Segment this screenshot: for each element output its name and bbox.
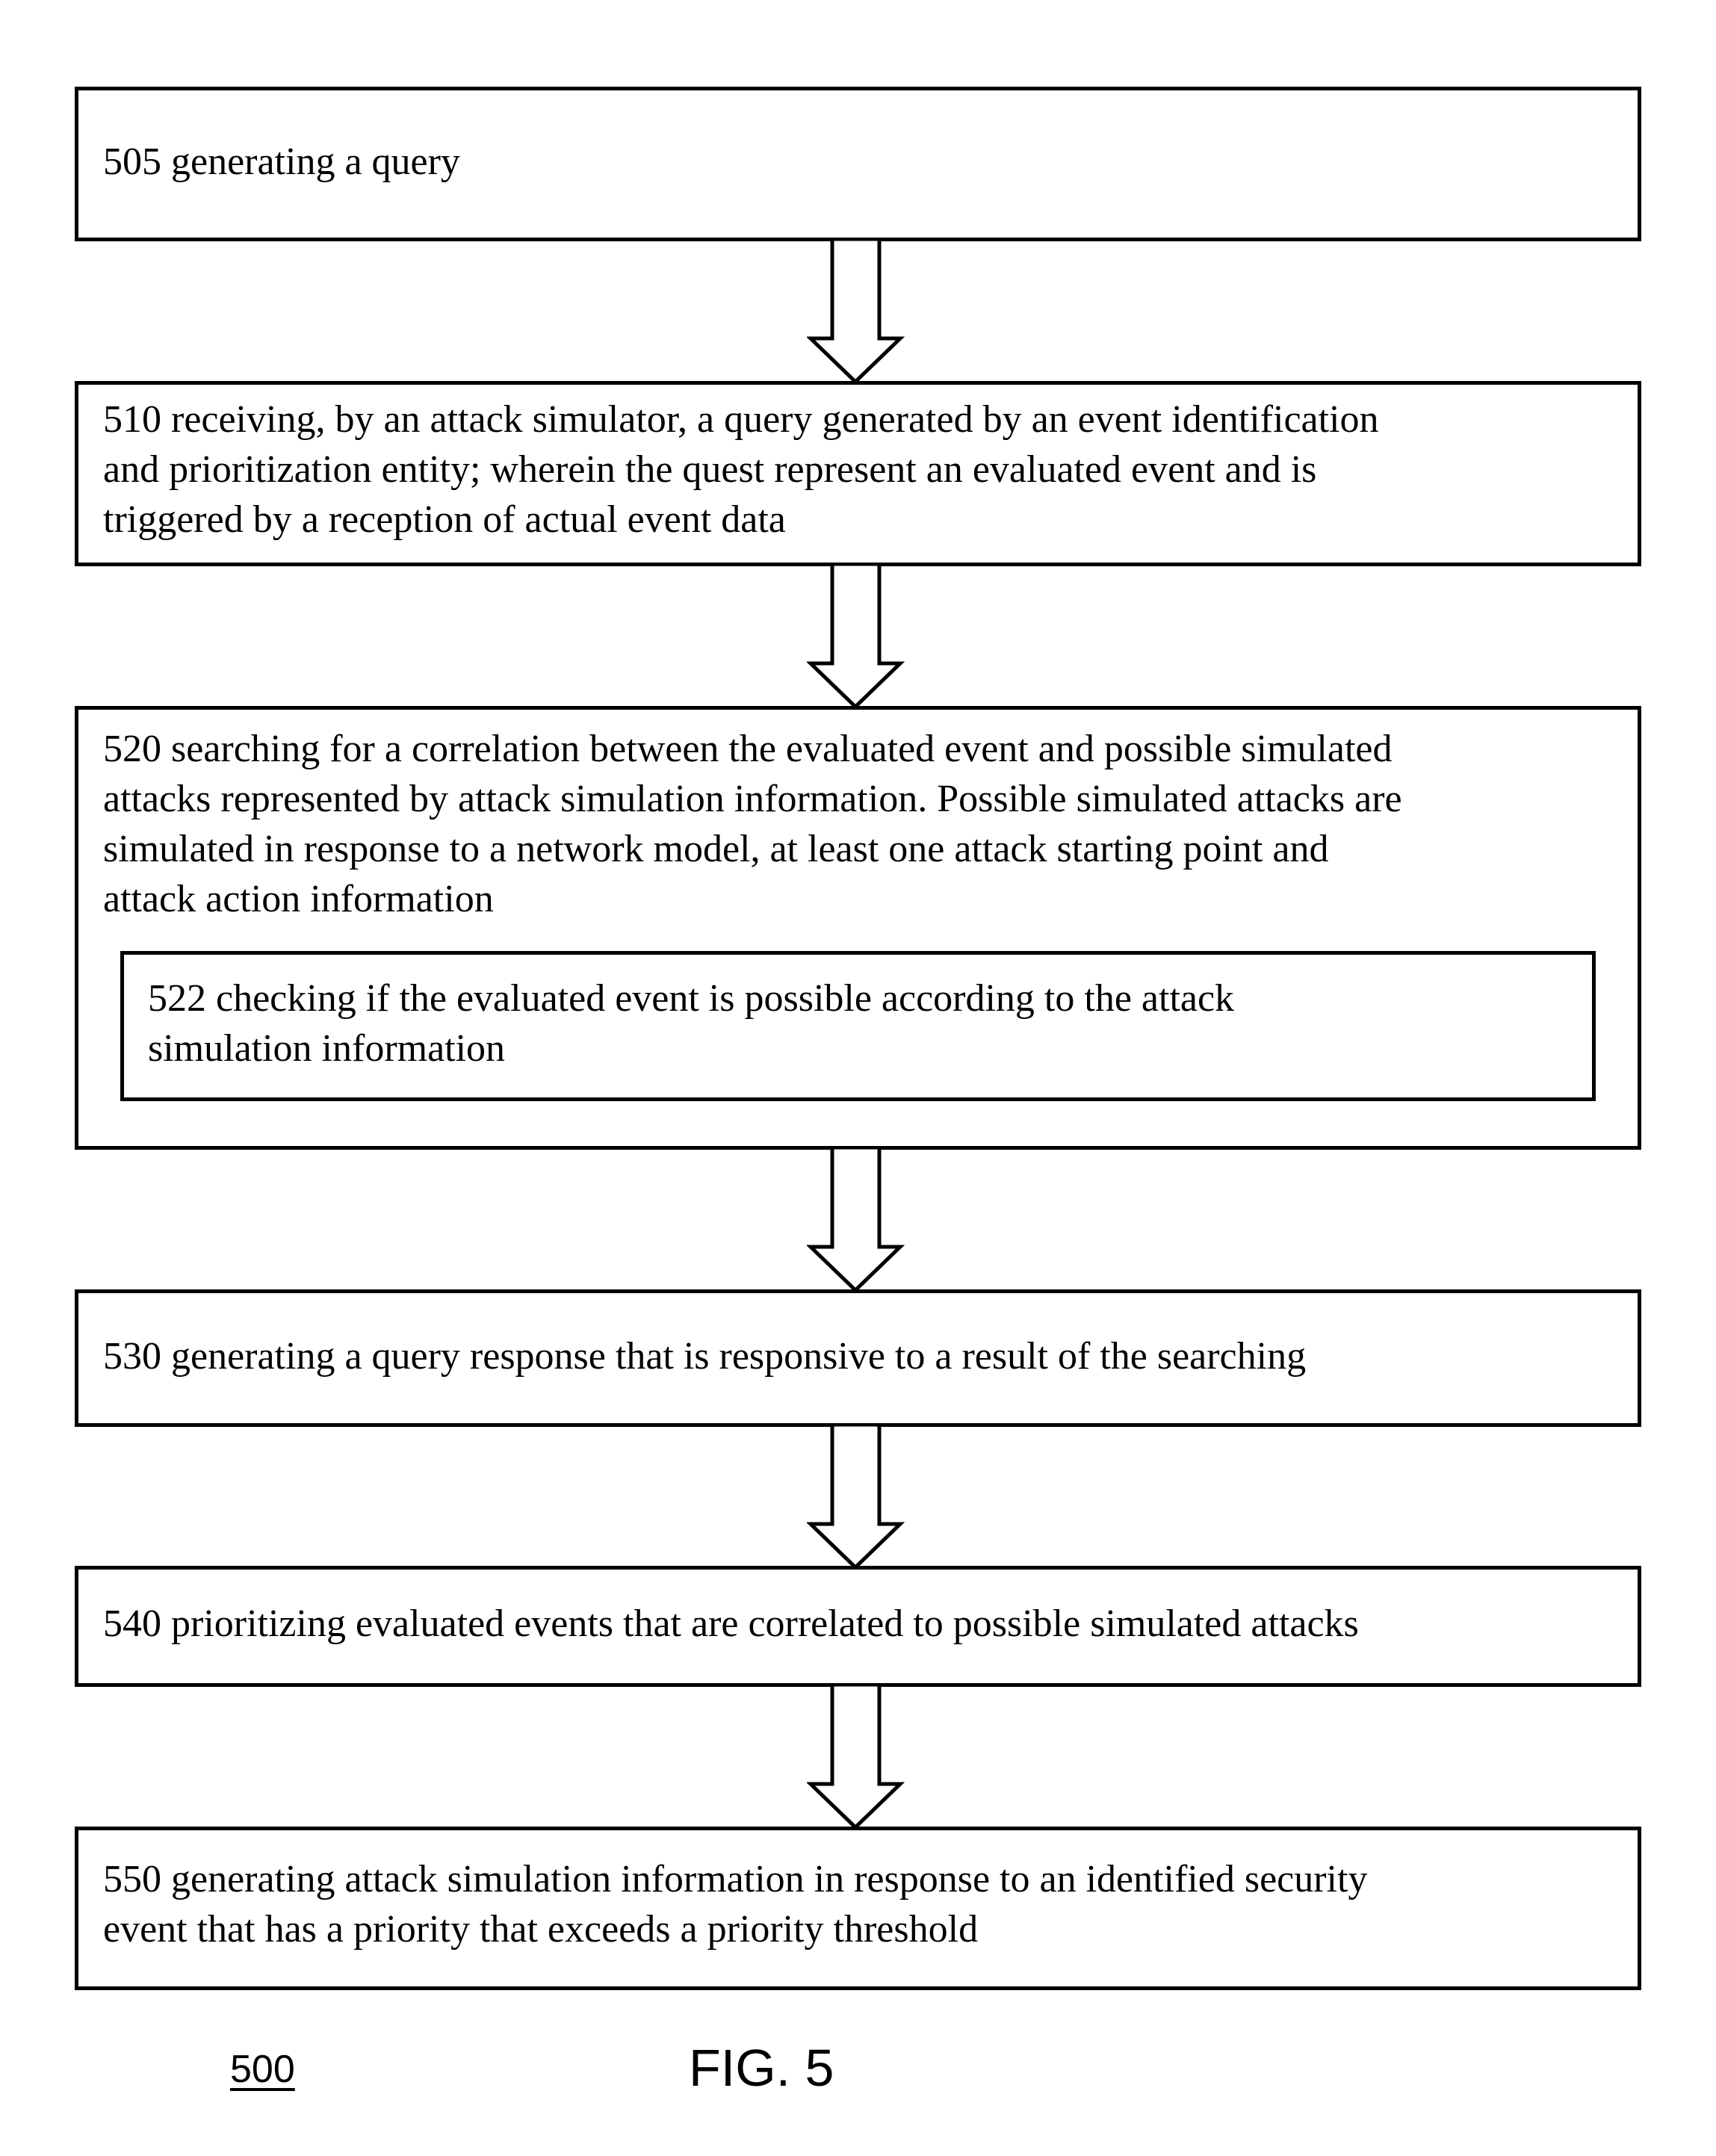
step-550-text: 550 generating attack simulation informa… [103, 1854, 1367, 1954]
step-522-text: 522 checking if the evaluated event is p… [148, 973, 1234, 1074]
step-505-text: 505 generating a query [103, 137, 460, 187]
arrow-520-to-530 [807, 1146, 911, 1294]
arrow-510-to-520 [807, 563, 911, 710]
arrow-505-to-510 [807, 238, 911, 385]
figure-number: 500 [230, 2047, 295, 2092]
arrow-530-to-540 [807, 1423, 911, 1571]
step-520-text: 520 searching for a correlation between … [103, 724, 1402, 924]
figure-title: FIG. 5 [689, 2038, 834, 2098]
arrow-540-to-550 [807, 1683, 911, 1831]
step-530-text: 530 generating a query response that is … [103, 1331, 1306, 1381]
step-540-text: 540 prioritizing evaluated events that a… [103, 1599, 1359, 1649]
step-510-text: 510 receiving, by an attack simulator, a… [103, 394, 1379, 545]
